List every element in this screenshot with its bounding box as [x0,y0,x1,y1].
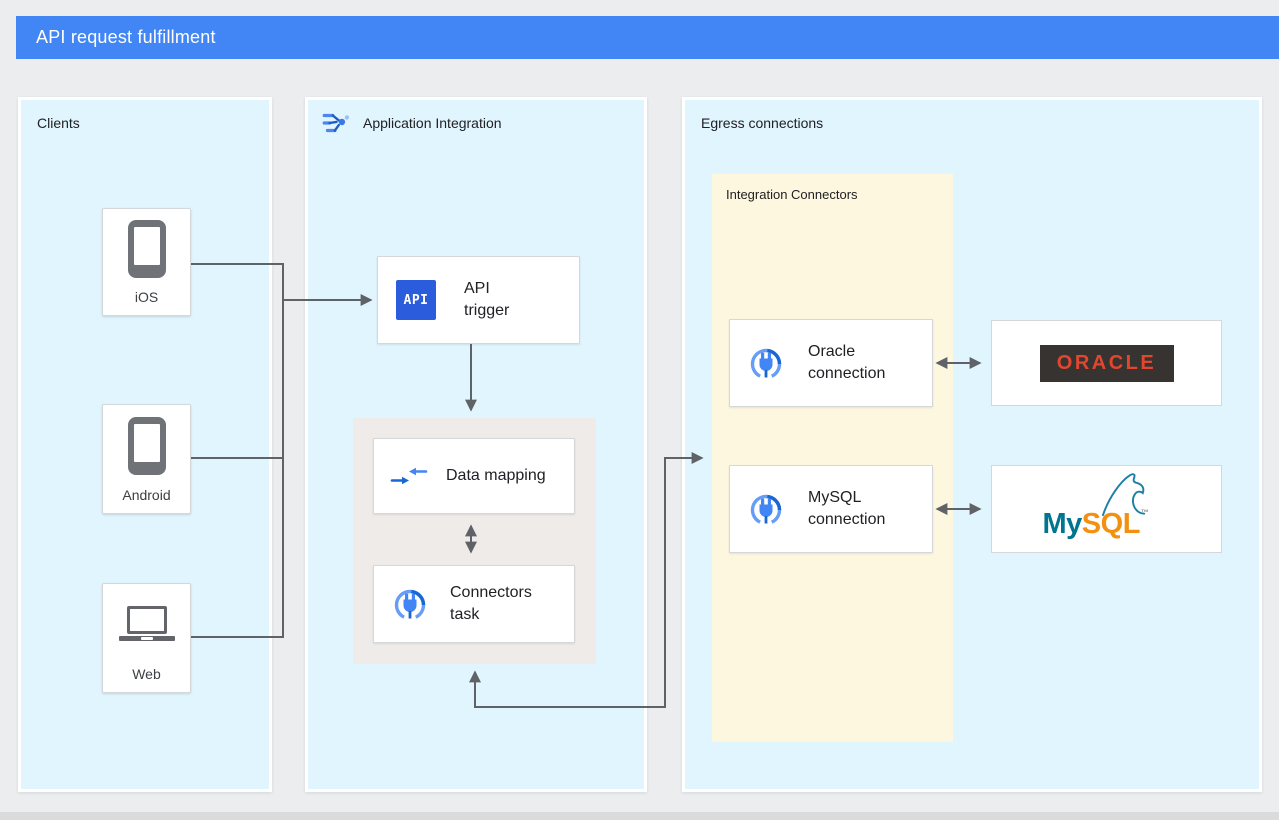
clients-panel-title: Clients [37,115,80,131]
oracle-target-box: ORACLE [991,320,1222,406]
oracle-connection-label: Oracle connection [808,343,886,382]
connectors-task-node: Connectors task [373,565,575,643]
page-title: API request fulfillment [36,27,216,47]
mysql-dolphin-icon [1101,473,1145,517]
application-integration-icon [322,113,350,133]
client-card-ios: iOS [102,208,191,316]
api-trigger-label: API trigger [464,280,510,319]
client-card-web: Web [102,583,191,693]
mysql-logo-my: My [1042,508,1083,540]
integration-connectors-title: Integration Connectors [726,187,858,202]
connector-plug-icon [750,494,782,526]
connectors-task-label: Connectors task [450,584,532,623]
client-label-ios: iOS [134,289,159,305]
connector-plug-icon [750,348,782,380]
mysql-connection-label: MySQL connection [808,489,886,528]
data-mapping-node: Data mapping [373,438,575,514]
oracle-logo: ORACLE [1039,344,1174,382]
api-trigger-node: API API trigger [377,256,580,344]
application-integration-title: Application Integration [363,115,502,131]
oracle-logo-text: ORACLE [1056,351,1157,374]
mysql-target-box: MySQL™ [991,465,1222,553]
phone-icon [127,417,166,475]
connector-plug-icon [394,589,426,621]
data-mapping-label: Data mapping [446,467,546,485]
api-icon: API [396,280,436,320]
phone-icon [127,220,166,278]
mysql-connection-node: MySQL connection [729,465,933,553]
mysql-logo-text: MySQL™ [1043,508,1149,541]
client-label-android: Android [122,487,171,503]
client-label-web: Web [132,666,161,682]
laptop-icon [118,606,175,644]
client-card-android: Android [102,404,191,514]
diagram-title-bar: API request fulfillment [16,16,1279,59]
data-mapping-icon [390,467,428,485]
bottom-strip [0,812,1279,820]
oracle-connection-node: Oracle connection [729,319,933,407]
mysql-logo-sql: SQL [1081,508,1141,540]
mysql-logo: MySQL™ [1041,473,1173,543]
mysql-logo-tm: ™ [1140,508,1149,517]
integration-connectors-panel: Integration Connectors [712,174,953,742]
egress-connections-title: Egress connections [701,115,824,131]
